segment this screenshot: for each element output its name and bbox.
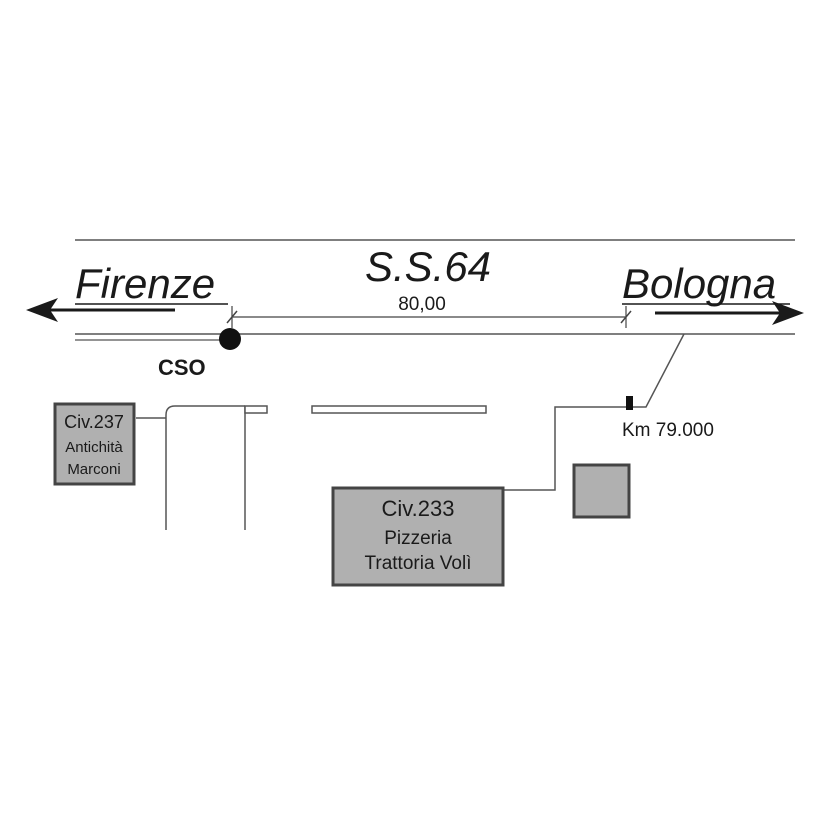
km-marker-post [626,396,633,410]
distance-label: 80,00 [398,294,446,315]
civ237-line2: Marconi [67,461,120,478]
cso-point [219,328,241,350]
civ237-line1: Antichità [65,439,123,456]
civ233-number: Civ.233 [382,496,455,521]
road-name: S.S.64 [365,243,491,290]
side-street [136,405,246,530]
building-small [572,463,631,519]
direction-left-label: Firenze [75,260,215,307]
cso-label: CSO [158,355,206,380]
civ237-number: Civ.237 [64,412,124,432]
civ233-line1: Pizzeria [384,528,452,549]
sidewalk-segment-1 [244,405,268,414]
sidewalk-segment-2 [311,405,487,414]
km-leader-line [504,333,685,491]
right-arrow-icon [655,301,804,325]
building-civ237 [53,402,136,486]
direction-right-label: Bologna [622,260,776,307]
civ233-line2: Trattoria Volì [364,553,471,574]
km-marker-label: Km 79.000 [622,420,714,441]
building-civ233 [331,486,505,587]
dimension-line [226,306,632,328]
left-arrow-icon [26,298,175,322]
